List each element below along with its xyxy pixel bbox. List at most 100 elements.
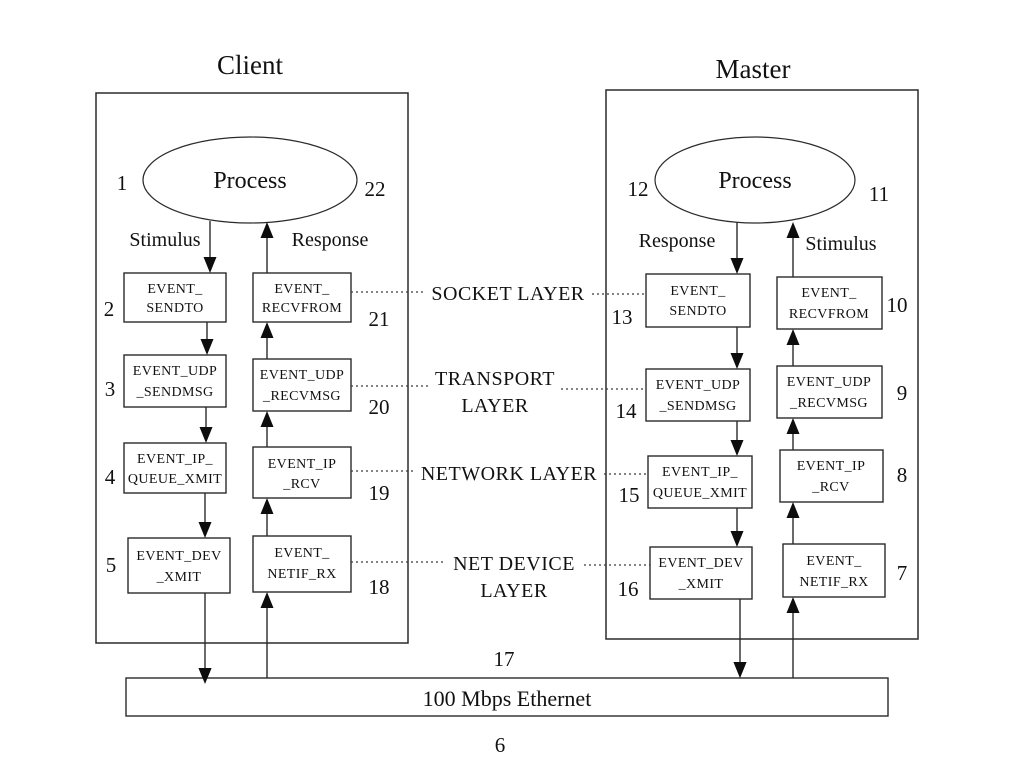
client-num-20: 20 — [369, 395, 390, 419]
master-box-event-netif-rx: EVENT_ NETIF_RX — [782, 543, 886, 598]
box-label-line1: EVENT_ — [274, 546, 330, 561]
master-num-8: 8 — [897, 463, 908, 487]
master-num-12: 12 — [628, 177, 649, 201]
box-label-line1: EVENT_IP — [268, 457, 337, 472]
box-label-line2: _RCV — [811, 480, 849, 495]
arrowhead-down — [730, 258, 744, 274]
ethernet-arrow-tips — [198, 662, 747, 684]
master-num-10: 10 — [887, 293, 908, 317]
master-box-event-dev-xmit: EVENT_DEV _XMIT — [649, 546, 753, 600]
master-response-label: Response — [639, 230, 716, 252]
arrowhead-down — [198, 522, 212, 538]
box-label-line2: RECVFROM — [262, 301, 342, 316]
box-label-line1: EVENT_IP_ — [137, 452, 214, 467]
box-label-line1: EVENT_DEV — [136, 549, 221, 564]
box-rect — [649, 546, 753, 600]
master-title: Master — [716, 54, 791, 84]
arrowhead-down — [200, 339, 214, 355]
box-label-line1: EVENT_UDP — [133, 364, 217, 379]
master-num-14: 14 — [616, 399, 638, 423]
box-rect — [252, 358, 352, 412]
master-stimulus-label: Stimulus — [805, 233, 876, 255]
master-box-event-recvfrom: EVENT_ RECVFROM — [776, 276, 883, 330]
ethernet-section: 17 100 Mbps Ethernet 6 — [125, 647, 889, 757]
arrowhead-up — [260, 322, 274, 338]
net-device-layer-label-line2: LAYER — [480, 580, 547, 602]
arrowhead-up — [260, 411, 274, 427]
box-label-line1: EVENT_UDP — [260, 368, 344, 383]
box-label-line2: _RECVMSG — [262, 389, 341, 404]
box-label-line2: SENDTO — [146, 301, 203, 316]
box-label-line2: _XMIT — [678, 577, 724, 592]
box-label-line1: EVENT_ — [806, 554, 862, 569]
master-num-11: 11 — [869, 182, 889, 206]
master-box-event-ip-queue-xmit: EVENT_IP_ QUEUE_XMIT — [647, 455, 753, 509]
box-label-line1: EVENT_UDP — [656, 378, 740, 393]
box-rect — [252, 446, 352, 499]
client-stack: Client Process 1 22 Stimulus Response — [95, 50, 409, 684]
client-stimulus-label: Stimulus — [129, 229, 200, 251]
client-box-event-udp-recvmsg: EVENT_UDP _RECVMSG — [252, 358, 352, 412]
arrowhead-down — [199, 427, 213, 443]
master-stack: Master Process 12 11 Response Stimulus — [605, 54, 919, 678]
master-frame — [605, 89, 919, 640]
arrowhead-down — [730, 531, 744, 547]
client-num-19: 19 — [369, 481, 390, 505]
ethernet-label: 100 Mbps Ethernet — [423, 686, 592, 711]
master-process-label: Process — [718, 168, 791, 194]
master-num-15: 15 — [619, 483, 640, 507]
box-rect — [252, 535, 352, 593]
box-label-line2: _SENDMSG — [658, 399, 736, 414]
network-layer-label: NETWORK LAYER — [421, 463, 597, 485]
client-num-18: 18 — [369, 575, 390, 599]
box-label-line2: _SENDMSG — [135, 385, 213, 400]
transport-layer-label-line1: TRANSPORT — [435, 368, 555, 390]
client-num-2: 2 — [104, 297, 115, 321]
master-num-16: 16 — [618, 577, 639, 601]
arrowhead-down — [730, 440, 744, 456]
client-up-arrows — [260, 222, 274, 678]
client-box-event-dev-xmit: EVENT_DEV _XMIT — [127, 537, 231, 594]
box-rect — [779, 449, 884, 503]
box-rect — [776, 276, 883, 330]
box-label-line1: EVENT_IP_ — [662, 465, 739, 480]
box-rect — [127, 537, 231, 594]
client-num-4: 4 — [105, 465, 116, 489]
master-process-ellipse — [654, 136, 856, 224]
client-response-label: Response — [292, 229, 369, 251]
ethernet-num-6: 6 — [495, 733, 506, 757]
client-num-1: 1 — [117, 171, 128, 195]
master-box-event-sendto: EVENT_ SENDTO — [645, 273, 751, 328]
master-box-event-udp-sendmsg: EVENT_UDP _SENDMSG — [645, 368, 751, 422]
box-label-line2: _RECVMSG — [789, 396, 868, 411]
master-num-7: 7 — [897, 561, 908, 585]
box-label-line2: SENDTO — [669, 304, 726, 319]
client-process-label: Process — [213, 168, 286, 194]
client-num-21: 21 — [369, 307, 390, 331]
box-label-line2: NETIF_RX — [267, 567, 336, 582]
box-label-line2: _RCV — [282, 477, 320, 492]
box-label-line1: EVENT_ — [670, 284, 726, 299]
arrowhead-up — [260, 592, 274, 608]
layer-labels: SOCKET LAYER TRANSPORT LAYER NETWORK LAY… — [351, 283, 650, 602]
client-title: Client — [217, 50, 283, 80]
master-num-9: 9 — [897, 381, 908, 405]
arrowhead-down — [733, 662, 747, 678]
ethernet-bar — [125, 677, 889, 717]
box-rect — [252, 272, 352, 323]
box-label-line1: EVENT_UDP — [787, 375, 871, 390]
box-rect — [647, 455, 753, 509]
arrowhead-down — [203, 257, 217, 273]
arrowhead-down — [730, 353, 744, 369]
arrowhead-up — [786, 418, 800, 434]
client-process-ellipse — [142, 136, 358, 224]
client-num-3: 3 — [105, 377, 116, 401]
arrowhead-up — [786, 329, 800, 345]
client-num-22: 22 — [365, 177, 386, 201]
ethernet-num-17: 17 — [494, 647, 515, 671]
client-box-event-netif-rx: EVENT_ NETIF_RX — [252, 535, 352, 593]
transport-layer-label-line2: LAYER — [461, 395, 528, 417]
box-label-line2: QUEUE_XMIT — [653, 486, 747, 501]
